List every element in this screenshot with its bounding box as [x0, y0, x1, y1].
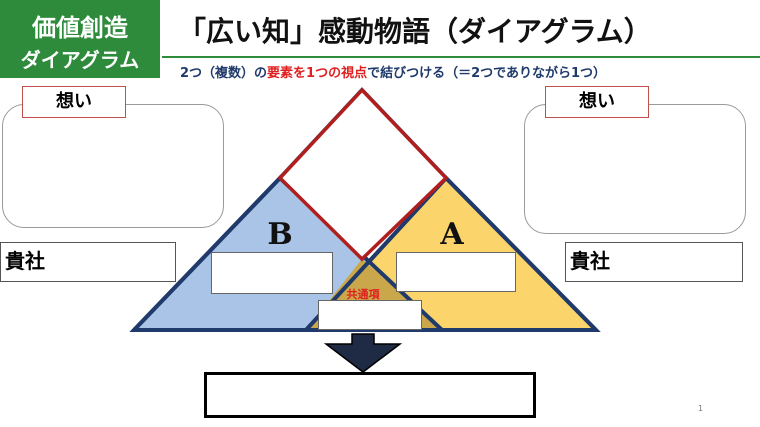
- subtitle-part-1: 2つ（複数）の: [180, 66, 268, 81]
- right-company-box[interactable]: 貴社: [565, 242, 743, 282]
- common-label: 共通項: [347, 287, 381, 301]
- label-b: B: [267, 217, 292, 252]
- page-number: 1: [698, 404, 704, 413]
- b-entry-box[interactable]: [211, 252, 333, 294]
- right-thought-label: 想い: [545, 86, 649, 118]
- slide-title: 「広い知」感動物語（ダイアグラム）: [178, 15, 652, 48]
- subtitle-part-2: で結びつける（＝2つでありながら1つ）: [367, 66, 607, 81]
- right-thought-box[interactable]: [524, 104, 746, 234]
- subtitle: 2つ（複数）の要素を1つの視点で結びつける（＝2つでありながら1つ）: [180, 62, 606, 81]
- badge-line-1: 価値創造: [32, 13, 128, 42]
- left-thought-label: 想い: [22, 86, 126, 118]
- left-thought-box[interactable]: [2, 104, 224, 228]
- common-entry-box[interactable]: [318, 300, 422, 330]
- down-arrow-icon: [323, 333, 403, 373]
- badge-line-2: ダイアグラム: [20, 48, 140, 72]
- result-box[interactable]: [204, 372, 536, 418]
- viewpoint-diamond[interactable]: [277, 87, 449, 262]
- a-entry-box[interactable]: [396, 252, 516, 292]
- label-a: A: [439, 217, 464, 252]
- title-badge: 価値創造 ダイアグラム: [0, 0, 160, 78]
- header-rule: [162, 56, 760, 58]
- left-company-box[interactable]: 貴社: [0, 242, 176, 282]
- subtitle-emphasis: 要素を1つの視点: [267, 66, 368, 81]
